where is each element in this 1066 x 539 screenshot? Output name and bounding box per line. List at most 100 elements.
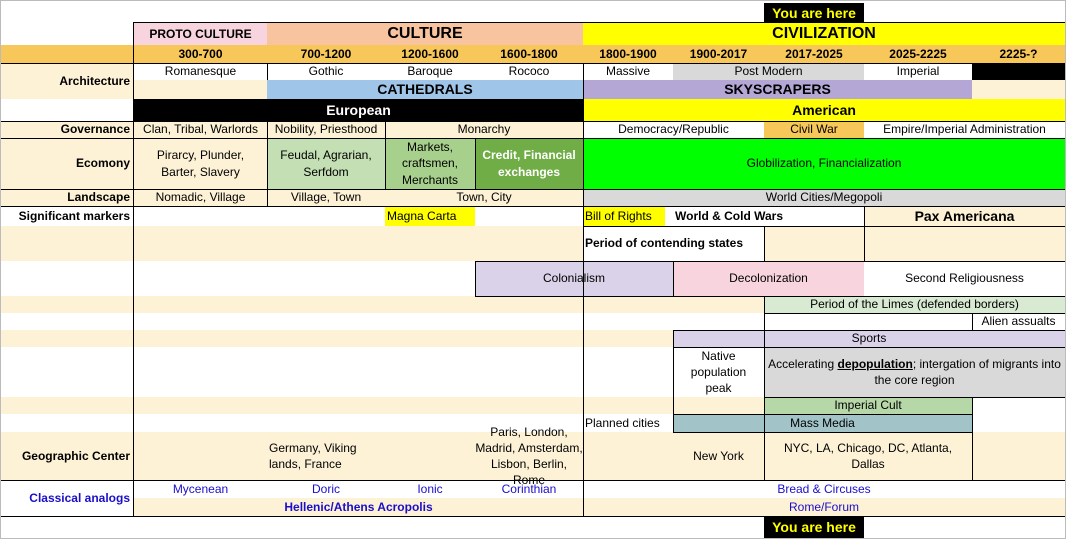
grid-line — [475, 138, 476, 189]
marker-magna-carta: Magna Carta — [385, 206, 475, 226]
grid-line — [1, 121, 1065, 122]
grid-line — [1, 206, 1065, 207]
cream-bg-markers-2b — [764, 226, 864, 261]
arch-black-block — [972, 63, 1065, 80]
grid-line — [583, 226, 1065, 227]
grid-line — [1, 63, 1065, 64]
cream-bg-geo — [1, 432, 1065, 480]
classical-ionic: Ionic — [417, 481, 443, 496]
grid-line — [267, 63, 268, 80]
geo-us-cities: NYC, LA, Chicago, DC, Atlanta, Dallas — [783, 440, 953, 471]
row-label-architecture: Architecture — [59, 73, 130, 88]
row-label-governance: Governance — [60, 122, 130, 137]
depopulation-text: Accelerating depopulation; intergation o… — [768, 356, 1061, 387]
period-300-700: 300-700 — [134, 45, 267, 63]
grid-line — [764, 226, 765, 261]
gov-democracy: Democracy/Republic — [583, 121, 764, 138]
grid-line — [972, 397, 973, 480]
classical-mycenean: Mycenean — [172, 481, 229, 496]
grid-line — [673, 347, 1065, 348]
cream-bg-landscape — [1, 189, 583, 206]
row-label-geo: Geographic Center — [21, 448, 130, 463]
marker-sports: Sports — [673, 330, 1065, 347]
econ-feudal: Feudal, Agrarian, Serfdom — [267, 138, 385, 189]
grid-line — [673, 330, 1065, 331]
era-proto-culture: PROTO CULTURE — [134, 23, 267, 45]
row-label-landscape: Landscape — [67, 190, 130, 205]
grid-line — [764, 397, 1065, 398]
grid-line — [134, 22, 1065, 23]
marker-bill-of-rights: Bill of Rights — [583, 206, 665, 226]
geo-germany: Germany, Viking lands, France — [269, 440, 357, 471]
cream-bg-architecture — [1, 63, 134, 99]
period-1800-1900: 1800-1900 — [583, 45, 673, 63]
grid-line — [133, 22, 134, 516]
marker-decolonization: Decolonization — [673, 261, 864, 296]
arch-imperial: Imperial — [896, 64, 940, 79]
gov-monarchy: Monarchy — [457, 122, 511, 137]
arch-baroque: Baroque — [407, 64, 453, 79]
grid-line — [1, 516, 1065, 517]
arch-rococo: Rococo — [508, 64, 550, 79]
period-2225-future: 2225-? — [972, 45, 1065, 63]
geo-europe-cities: Paris, London, Madrid, Amsterdam, Lisbon… — [475, 424, 583, 488]
marker-limes: Period of the Limes (defended borders) — [764, 296, 1065, 313]
grid-line — [1, 480, 1065, 481]
grid-line — [864, 206, 865, 261]
classical-bread-circuses: Bread & Circuses — [777, 481, 871, 496]
grid-line — [475, 296, 1065, 297]
arch-skyscrapers: SKYSCRAPERS — [583, 80, 972, 99]
gov-empire: Empire/Imperial Administration — [864, 121, 1065, 138]
marker-imperial-cult: Imperial Cult — [764, 397, 972, 414]
grid-line — [583, 63, 584, 516]
period-1900-2017: 1900-2017 — [673, 45, 764, 63]
era-civilization: CIVILIZATION — [583, 23, 1065, 45]
arch-romanesque: Romanesque — [164, 64, 237, 79]
arch-massive: Massive — [605, 64, 650, 79]
classical-rome-forum: Rome/Forum — [583, 498, 1065, 516]
you-are-here-bottom: You are here — [764, 516, 864, 538]
econ-credit: Credit, Financial exchanges — [475, 138, 583, 189]
grid-line — [764, 313, 1065, 314]
gov-nobility: Nobility, Priesthood — [274, 122, 378, 137]
row-label-classical: Classical analogs — [29, 490, 130, 505]
cream-bg-limes — [1, 296, 764, 313]
arch-cathedrals: CATHEDRALS — [267, 80, 583, 99]
cream-bg-markers-2c — [864, 226, 1065, 261]
marker-pax-americana: Pax Americana — [864, 206, 1065, 226]
econ-piracy: Pirarcy, Plunder, Barter, Slavery — [134, 138, 267, 189]
marker-alien-assaults: Alien assualts — [981, 314, 1056, 329]
cream-bg-economy — [1, 138, 134, 189]
row-label-economy: Ecomony — [75, 156, 130, 171]
cream-bg-arch-future — [972, 80, 1065, 99]
grid-line — [385, 138, 386, 189]
cream-bg-markers-2 — [1, 226, 583, 261]
marker-second-religiousness: Second Religiousness — [905, 271, 1024, 286]
period-2025-2225: 2025-2225 — [864, 45, 972, 63]
grid-line — [764, 296, 765, 480]
period-1200-1600: 1200-1600 — [385, 45, 475, 63]
econ-globalization: Globilization, Financialization — [583, 138, 1065, 189]
geo-new-york: New York — [693, 448, 744, 463]
marker-contending-states: Period of contending states — [585, 236, 744, 251]
arch-post-modern: Post Modern — [673, 63, 864, 80]
classical-hellenic: Hellenic/Athens Acropolis — [134, 498, 583, 516]
classical-corinthian: Corinthian — [501, 481, 557, 496]
grid-line — [475, 261, 1065, 262]
arch-gothic: Gothic — [308, 64, 344, 79]
period-700-1200: 700-1200 — [267, 45, 385, 63]
period-row-spacer — [1, 45, 134, 63]
marker-depopulation: Accelerating depopulation; intergation o… — [764, 347, 1065, 397]
marker-native-peak: Native population peak — [690, 348, 747, 396]
band-european: European — [134, 99, 583, 121]
land-village-town: Village, Town — [290, 190, 362, 205]
depopulation-word: depopulation — [837, 356, 913, 371]
grid-line — [673, 261, 674, 296]
grid-line — [475, 261, 476, 296]
grid-line — [673, 330, 674, 432]
gov-tribal: Clan, Tribal, Warlords — [143, 122, 258, 137]
marker-world-wars: World & Cold Wars — [675, 208, 783, 223]
marker-planned-cities: Planned cities — [585, 415, 660, 430]
grid-line — [673, 414, 972, 415]
